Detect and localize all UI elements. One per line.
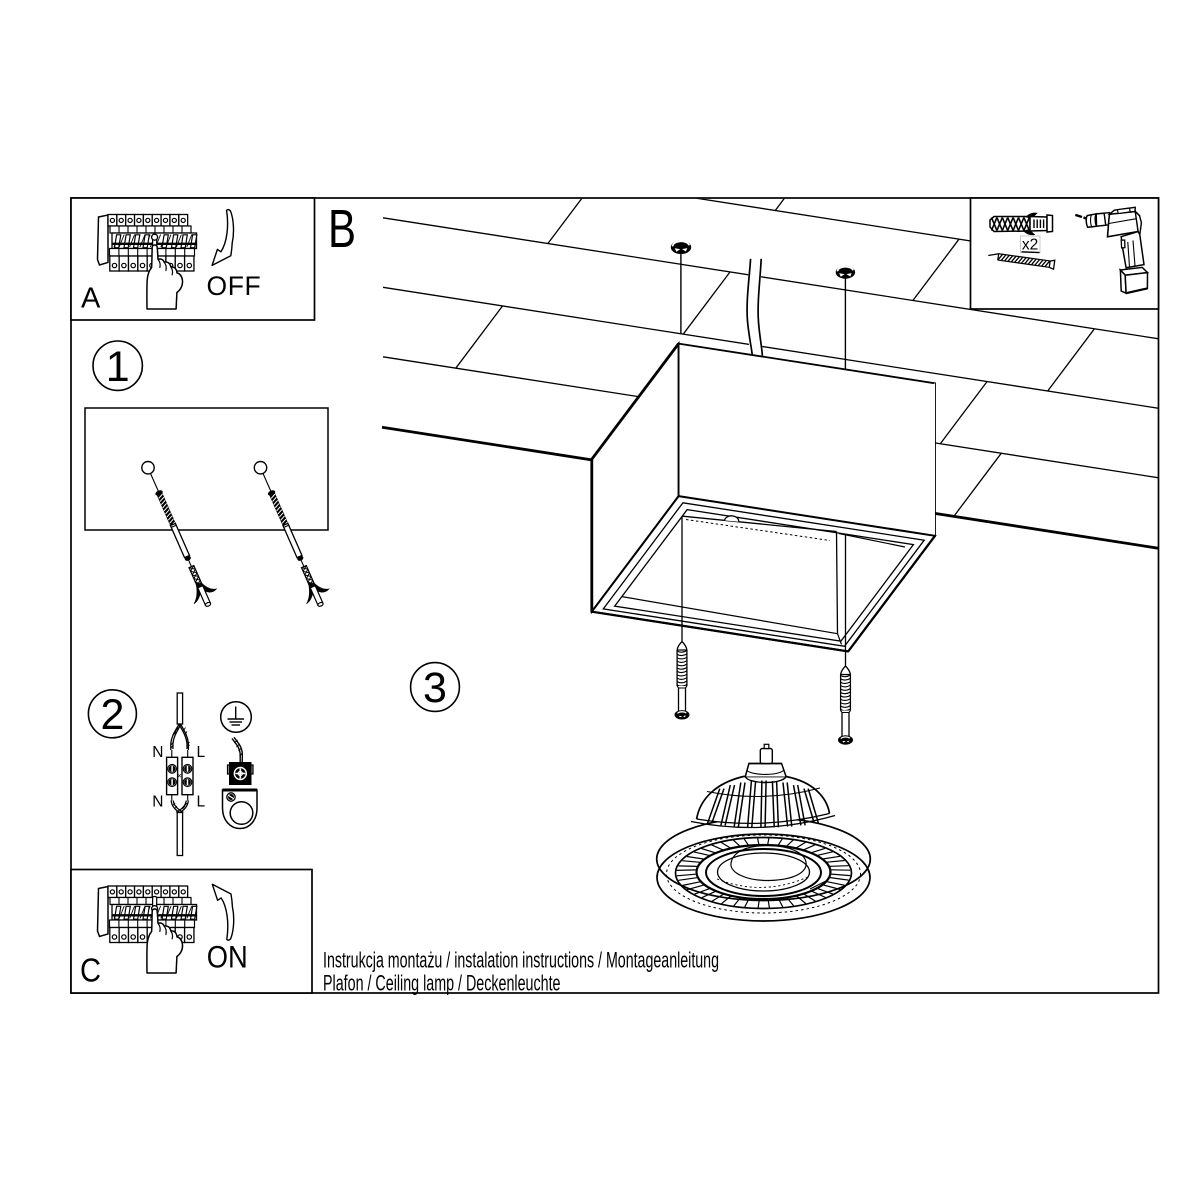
svg-text:A: A — [81, 283, 101, 315]
svg-text:2: 2 — [100, 691, 124, 739]
svg-text:C: C — [80, 953, 101, 990]
svg-text:B: B — [328, 199, 356, 259]
svg-text:N: N — [152, 794, 163, 811]
svg-text:ON: ON — [207, 938, 248, 974]
svg-text:L: L — [197, 744, 206, 761]
svg-text:N: N — [152, 744, 163, 761]
svg-text:3: 3 — [423, 664, 447, 712]
svg-text:L: L — [197, 794, 206, 811]
svg-text:1: 1 — [106, 343, 130, 391]
svg-text:Instrukcja montażu / instalati: Instrukcja montażu / instalation instruc… — [323, 948, 719, 973]
svg-text:OFF: OFF — [207, 271, 262, 301]
svg-text:Plafon / Ceiling lamp / Decken: Plafon / Ceiling lamp / Deckenleuchte — [323, 970, 561, 995]
svg-text:x2: x2 — [1022, 237, 1038, 254]
svg-text:×: × — [177, 772, 182, 781]
